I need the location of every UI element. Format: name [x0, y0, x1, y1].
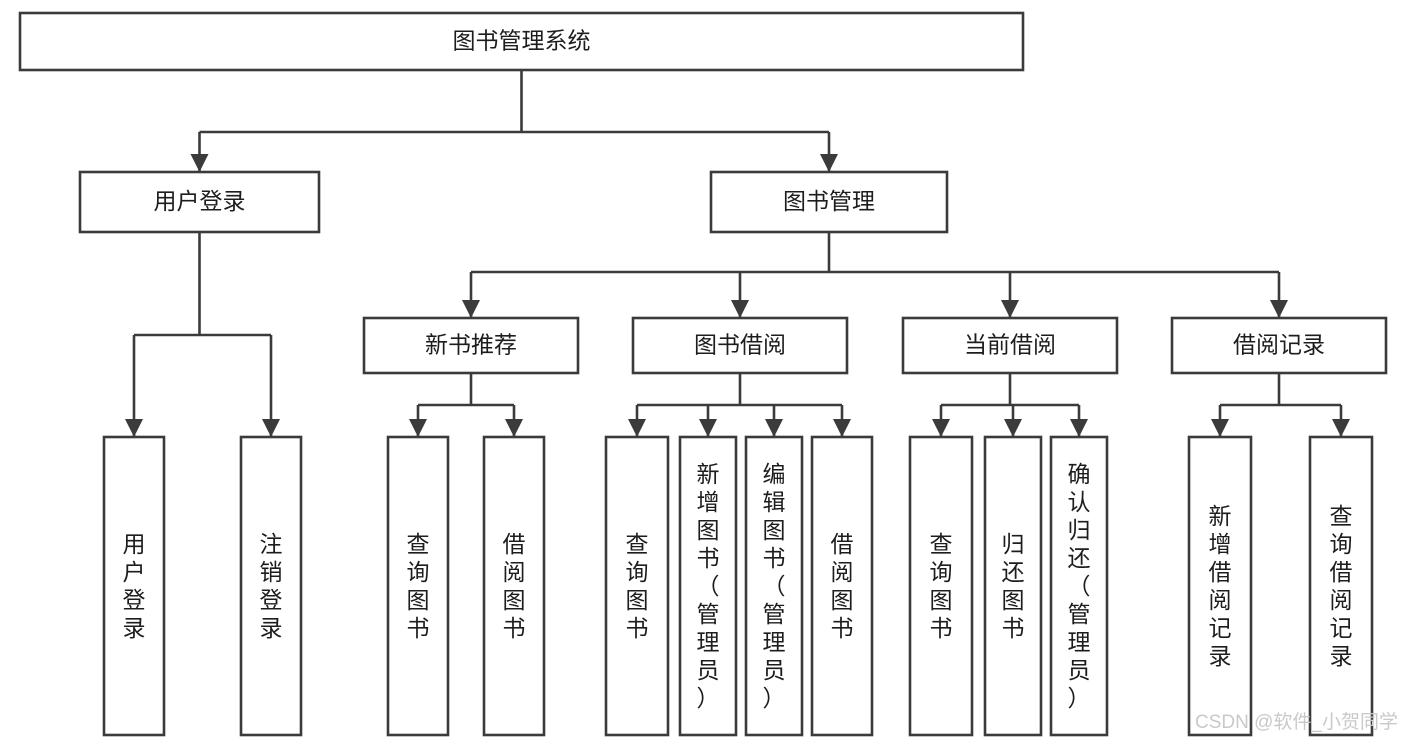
- leaf-node-node-4-查询图书[interactable]: 查询图书: [604, 435, 670, 737]
- leaf-node-node-12-查询借阅记录[interactable]: 查询借阅记录: [1308, 435, 1374, 737]
- arrow-head-icon: [262, 419, 280, 437]
- node-rect[interactable]: [18, 11, 1025, 72]
- node-label: 用户登录: [154, 188, 246, 214]
- arrow-head-icon: [699, 419, 717, 437]
- arrow-head-icon: [125, 419, 143, 437]
- leaf-node-node-1-注销登录[interactable]: 注销登录: [239, 435, 303, 737]
- arrow-head-icon: [462, 300, 480, 318]
- node-label: 用户登录: [123, 531, 146, 641]
- node-label: 归还图书: [1002, 531, 1025, 641]
- arrow-head-icon: [820, 154, 838, 172]
- node-rect[interactable]: [1187, 435, 1253, 737]
- root-node-node-0-图书管理系统[interactable]: 图书管理系统: [18, 11, 1025, 72]
- node-rect[interactable]: [386, 435, 450, 737]
- node-rect[interactable]: [744, 435, 804, 737]
- leaf-node-node-7-借阅图书[interactable]: 借阅图书: [810, 435, 874, 737]
- leaf-node-node-9-归还图书[interactable]: 归还图书: [983, 435, 1043, 737]
- node-label: 注销登录: [260, 531, 283, 641]
- arrow-head-icon: [731, 300, 749, 318]
- arrow-head-icon: [190, 154, 209, 172]
- leaf-node-node-2-查询图书[interactable]: 查询图书: [386, 435, 450, 737]
- leaf-node-node-8-查询图书[interactable]: 查询图书: [908, 435, 974, 737]
- node-layer: 用户登录图书管理新书推荐图书借阅当前借阅借阅记录用户登录注销登录查询图书借阅图书…: [18, 11, 1388, 737]
- node-label: 确认归还（管理员）: [1068, 461, 1091, 711]
- node-rect[interactable]: [709, 170, 949, 234]
- node-rect[interactable]: [908, 435, 974, 737]
- level3-node-node-3-借阅记录[interactable]: 借阅记录: [1170, 316, 1388, 375]
- node-label: 查询图书: [407, 531, 430, 641]
- node-label: 新书推荐: [425, 332, 517, 358]
- node-rect[interactable]: [1170, 316, 1388, 375]
- arrow-head-icon: [1211, 419, 1229, 437]
- node-label: 图书管理: [783, 188, 875, 214]
- node-rect[interactable]: [678, 435, 738, 737]
- node-label: 查询图书: [930, 531, 953, 641]
- csdn-watermark: CSDN @软件_小贺同学: [1195, 711, 1398, 733]
- node-rect[interactable]: [482, 435, 546, 737]
- arrow-head-icon: [833, 419, 851, 437]
- leaf-node-node-0-用户登录[interactable]: 用户登录: [102, 435, 166, 737]
- arrow-head-icon: [1270, 300, 1288, 318]
- node-label: 查询借阅记录: [1330, 503, 1353, 669]
- node-label: 新增图书（管理员）: [697, 461, 720, 711]
- arrow-head-icon: [505, 419, 523, 437]
- connector-layer: [125, 70, 1350, 437]
- level3-node-node-0-新书推荐[interactable]: 新书推荐: [362, 316, 580, 375]
- node-rect[interactable]: [901, 316, 1119, 375]
- node-label: 图书管理系统: [453, 28, 591, 54]
- node-rect[interactable]: [983, 435, 1043, 737]
- level3-node-node-1-图书借阅[interactable]: 图书借阅: [631, 316, 849, 375]
- arrow-head-icon: [1070, 419, 1088, 437]
- leaf-node-node-5-新增图书管理员[interactable]: 新增图书（管理员）: [678, 435, 738, 737]
- node-rect[interactable]: [810, 435, 874, 737]
- node-rect[interactable]: [1049, 435, 1109, 737]
- node-label: 借阅图书: [503, 531, 526, 641]
- node-label: 查询图书: [626, 531, 649, 641]
- node-rect[interactable]: [604, 435, 670, 737]
- node-label: 借阅图书: [831, 531, 854, 641]
- leaf-node-node-3-借阅图书[interactable]: 借阅图书: [482, 435, 546, 737]
- node-label: 图书借阅: [694, 332, 786, 358]
- arrow-head-icon: [1001, 300, 1019, 318]
- node-rect[interactable]: [1308, 435, 1374, 737]
- leaf-node-node-10-确认归还管理员[interactable]: 确认归还（管理员）: [1049, 435, 1109, 737]
- node-label: 新增借阅记录: [1209, 503, 1232, 669]
- node-rect[interactable]: [362, 316, 580, 375]
- node-label: 当前借阅: [964, 332, 1056, 358]
- node-label: 编辑图书（管理员）: [763, 461, 786, 711]
- arrow-head-icon: [628, 419, 646, 437]
- node-rect[interactable]: [631, 316, 849, 375]
- arrow-head-icon: [1332, 419, 1350, 437]
- node-rect[interactable]: [239, 435, 303, 737]
- node-label: 借阅记录: [1233, 332, 1325, 358]
- node-rect[interactable]: [102, 435, 166, 737]
- leaf-node-node-11-新增借阅记录[interactable]: 新增借阅记录: [1187, 435, 1253, 737]
- leaf-node-node-6-编辑图书管理员[interactable]: 编辑图书（管理员）: [744, 435, 804, 737]
- arrow-head-icon: [765, 419, 783, 437]
- node-rect[interactable]: [78, 170, 321, 234]
- level3-node-node-2-当前借阅[interactable]: 当前借阅: [901, 316, 1119, 375]
- level2-node-node-0-用户登录[interactable]: 用户登录: [78, 170, 321, 234]
- arrow-head-icon: [1004, 419, 1022, 437]
- arrow-head-icon: [409, 419, 427, 437]
- level2-node-node-1-图书管理[interactable]: 图书管理: [709, 170, 949, 234]
- arrow-head-icon: [932, 419, 950, 437]
